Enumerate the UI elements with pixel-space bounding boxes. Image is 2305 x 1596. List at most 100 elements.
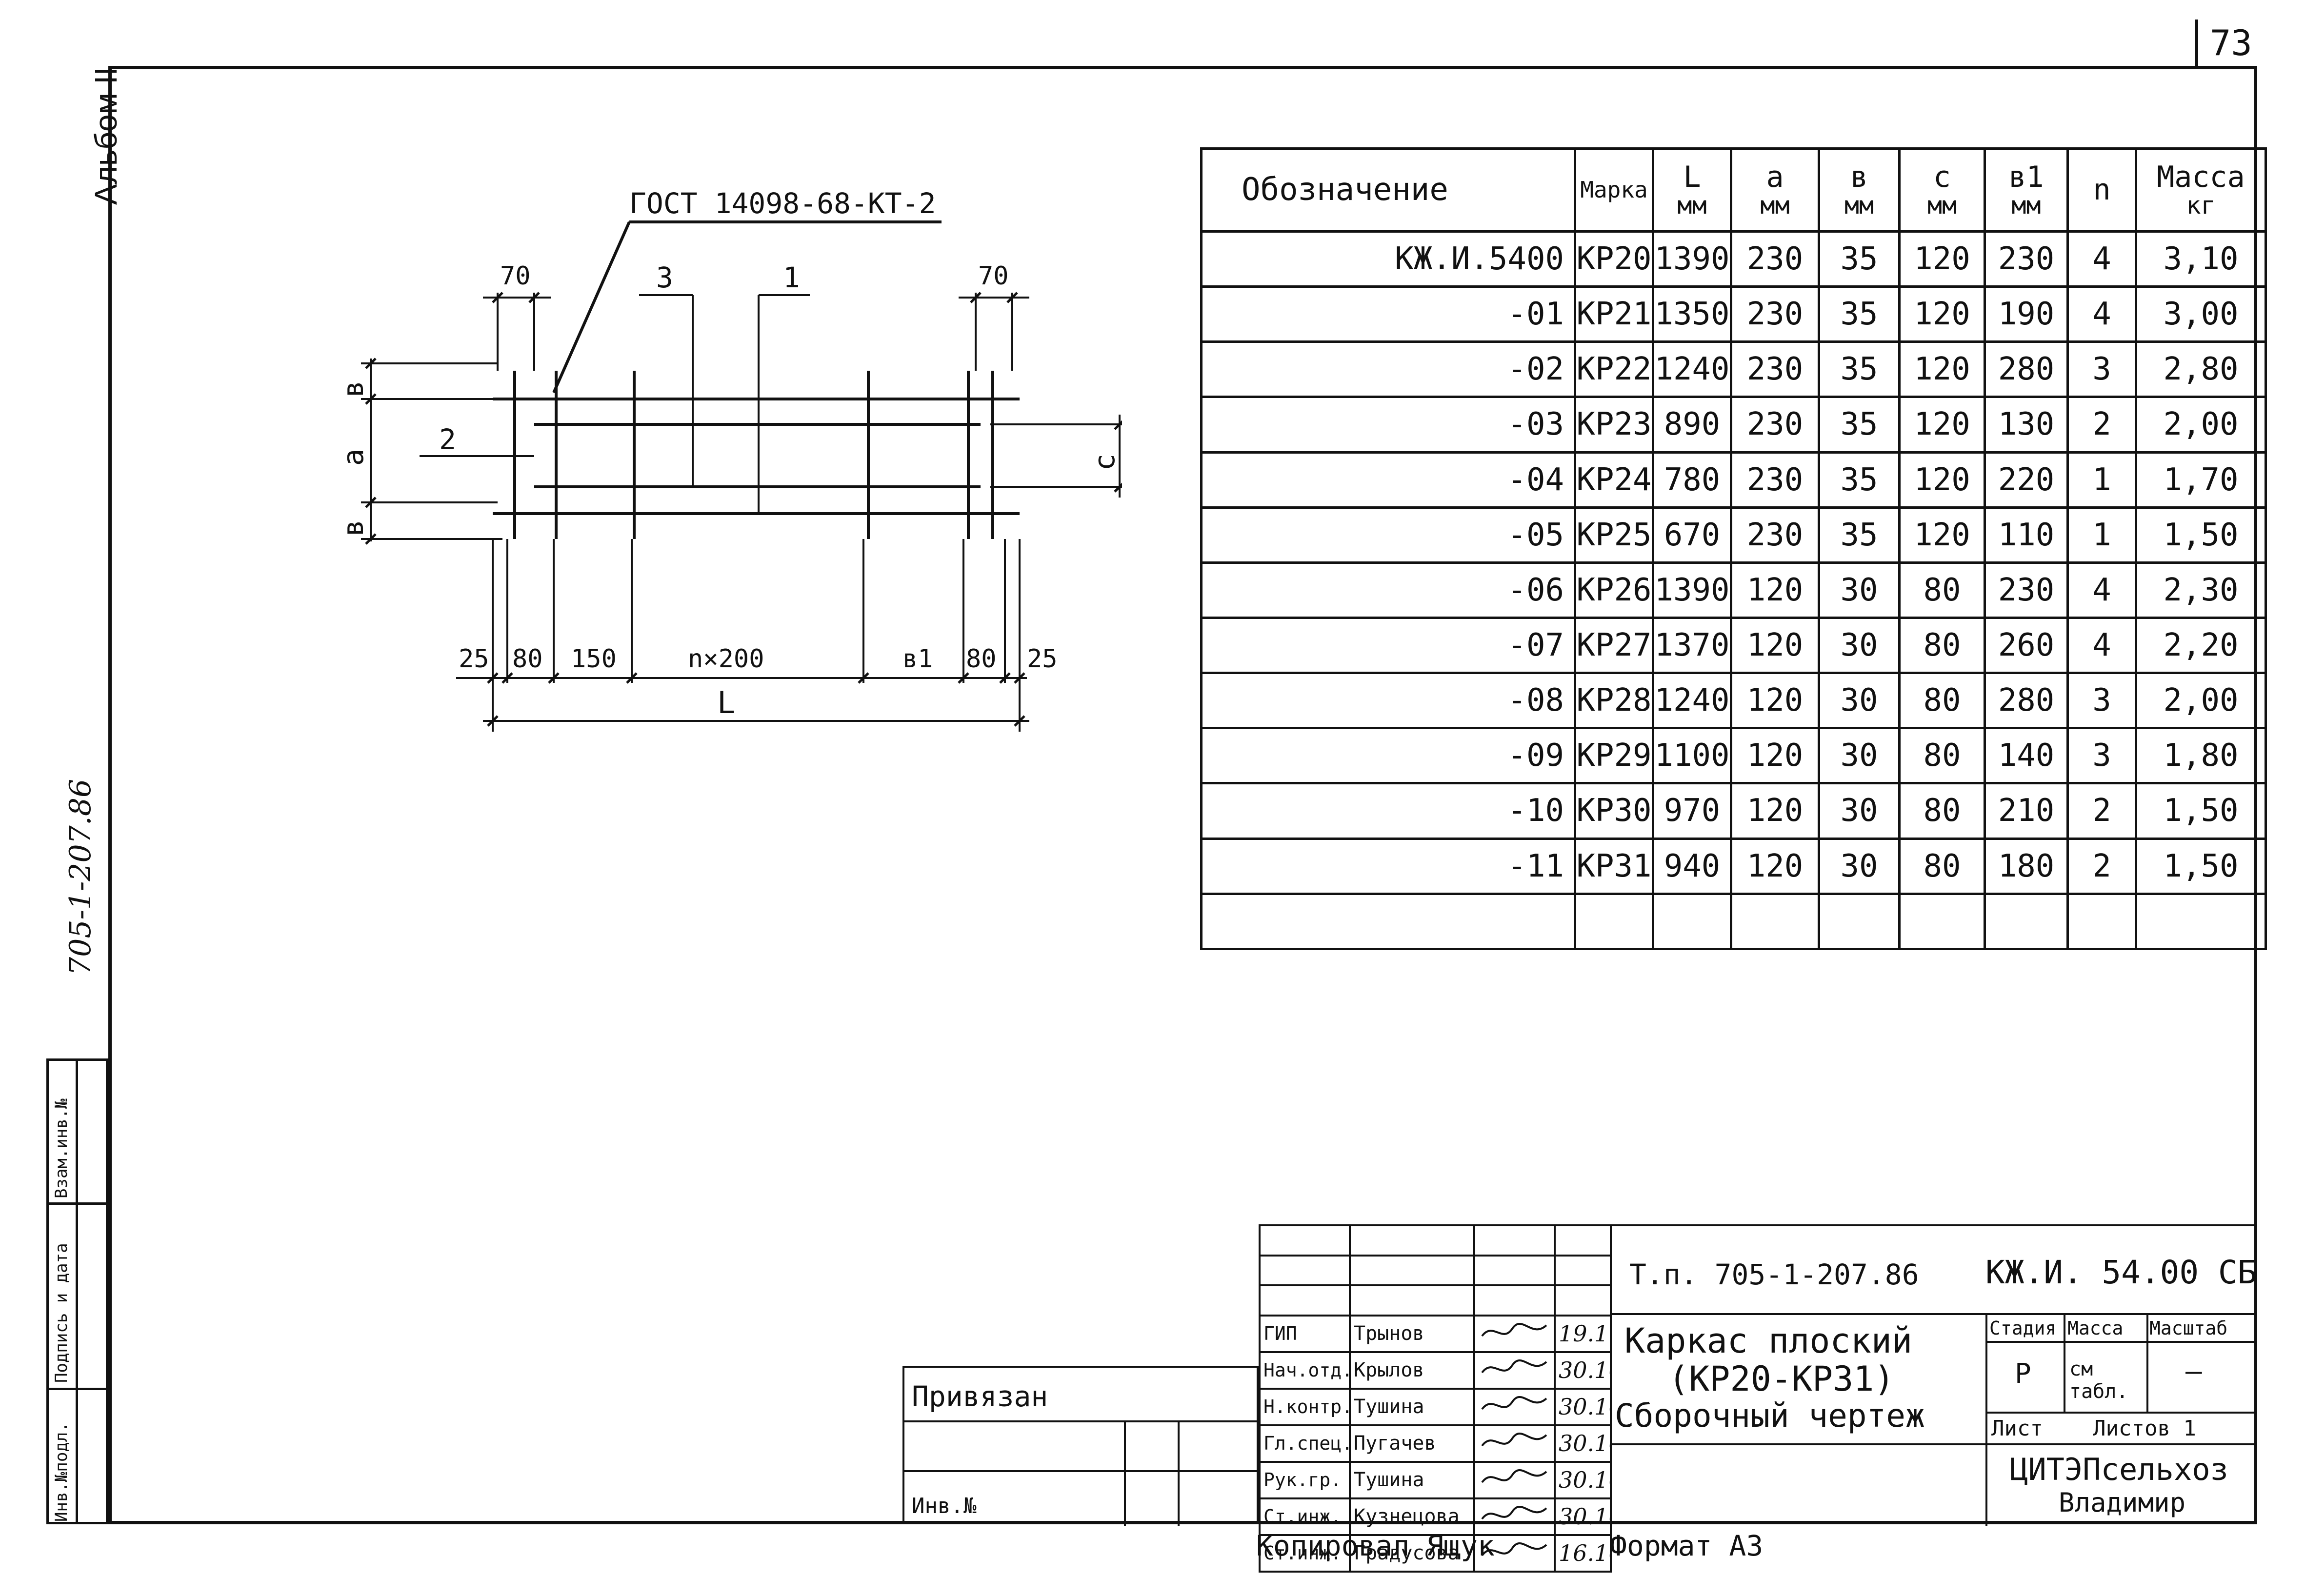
cell-b1: 180 — [1984, 837, 2069, 895]
staff-name: Трынов — [1349, 1314, 1475, 1353]
cell-a: 120 — [1730, 561, 1820, 619]
cell-b1 — [1984, 892, 2069, 950]
cell-designation: -09 — [1200, 727, 1576, 785]
staff-role: Ст.инж. — [1259, 1497, 1351, 1536]
cell-designation — [1200, 892, 1576, 950]
staff-role: Рук.гр. — [1259, 1460, 1351, 1499]
cell-b: 30 — [1818, 561, 1901, 619]
staff-row: Ст.инж.Кузнецова 30.10.86 — [1259, 1497, 1612, 1536]
cell-c: 80 — [1898, 837, 1986, 895]
staff-role: Ст.инж. — [1259, 1534, 1351, 1573]
cell-n: 1 — [2066, 506, 2137, 564]
dim-bottom-25-left: 25 — [459, 644, 489, 674]
cell-b1: 210 — [1984, 782, 2069, 840]
staff-date: 30.10.86 — [1554, 1497, 1612, 1536]
cell-mass: 2,00 — [2135, 672, 2267, 730]
cell-b1: 190 — [1984, 285, 2069, 343]
cell-L: 1100 — [1652, 727, 1732, 785]
cell-mark: КР23 — [1574, 396, 1654, 454]
cell-mark: КР27 — [1574, 616, 1654, 675]
cell-n: 2 — [2066, 782, 2137, 840]
cell-mark: КР21 — [1574, 285, 1654, 343]
staff-name: Кузнецова — [1349, 1497, 1475, 1536]
cell-mark: КР26 — [1574, 561, 1654, 619]
cell-b: 35 — [1818, 340, 1901, 399]
cell-designation: -10 — [1200, 782, 1576, 840]
staff-empty-cell — [1349, 1224, 1475, 1257]
cell-n: 4 — [2066, 285, 2137, 343]
cell-designation: -05 — [1200, 506, 1576, 564]
cell-a: 120 — [1730, 672, 1820, 730]
mass-value: см табл. — [2069, 1358, 2128, 1403]
staff-signature — [1473, 1534, 1556, 1573]
dim-right-c: с — [1088, 454, 1121, 471]
cell-a: 230 — [1730, 285, 1820, 343]
cell-mark: КР24 — [1574, 451, 1654, 509]
cell-n: 3 — [2066, 672, 2137, 730]
cell-mark — [1574, 892, 1654, 950]
signature-scribble — [1481, 1505, 1547, 1519]
cell-L: 940 — [1652, 837, 1732, 895]
inv-label: Инв.№ — [912, 1494, 977, 1518]
cell-L: 890 — [1652, 396, 1732, 454]
cell-a: 120 — [1730, 727, 1820, 785]
staff-role: Гл.спец. — [1259, 1424, 1351, 1463]
dim-left-a: а — [337, 449, 370, 466]
cell-c: 120 — [1898, 451, 1986, 509]
table-row — [1200, 892, 2267, 950]
header-n: n — [2066, 147, 2137, 233]
dim-bottom-80-left: 80 — [512, 644, 543, 674]
staff-signature — [1473, 1387, 1556, 1426]
cell-c: 80 — [1898, 782, 1986, 840]
cell-designation: КЖ.И.5400 — [1200, 230, 1576, 288]
stage-value: Р — [2015, 1358, 2031, 1390]
callout-3: 3 — [656, 261, 673, 294]
staff-empty-cell — [1349, 1284, 1475, 1317]
staff-date: 30.10.86 — [1554, 1424, 1612, 1463]
cell-b: 30 — [1818, 837, 1901, 895]
cell-b1: 280 — [1984, 340, 2069, 399]
staff-empty-row — [1259, 1254, 1612, 1286]
title-line-3: Сборочный чертеж — [1615, 1397, 1925, 1435]
staff-name: Тушина — [1349, 1460, 1475, 1499]
staff-date: 30.10.86 — [1554, 1387, 1612, 1426]
cell-b: 35 — [1818, 451, 1901, 509]
cell-designation: -02 — [1200, 340, 1576, 399]
gost-label: ГОСТ 14098-68-КТ-2 — [629, 187, 936, 220]
cell-mark: КР31 — [1574, 837, 1654, 895]
cell-mark: КР28 — [1574, 672, 1654, 730]
cell-mark: КР22 — [1574, 340, 1654, 399]
cell-b1: 280 — [1984, 672, 2069, 730]
cell-mark: КР20 — [1574, 230, 1654, 288]
header-mark: Марка — [1574, 147, 1654, 233]
staff-empty-cell — [1473, 1284, 1556, 1317]
staff-role: Нач.отд. — [1259, 1351, 1351, 1390]
side-stamp: Инв.№подл. Подпись и дата Взам.инв.№ — [46, 1058, 108, 1524]
side-code: 705-1-207.86 — [63, 778, 98, 976]
cell-b1: 140 — [1984, 727, 2069, 785]
cell-n: 4 — [2066, 230, 2137, 288]
cell-c: 120 — [1898, 230, 1986, 288]
staff-empty-cell — [1554, 1224, 1612, 1257]
assembly-drawing — [361, 220, 1122, 732]
attached-label: Привязан — [912, 1380, 1048, 1413]
cell-n: 1 — [2066, 451, 2137, 509]
side-stamp-replaced: Взам.инв.№ — [52, 1098, 71, 1198]
staff-empty-cell — [1259, 1224, 1351, 1257]
cell-a: 230 — [1730, 230, 1820, 288]
scale-value: — — [2185, 1356, 2202, 1387]
cell-mass: 2,20 — [2135, 616, 2267, 675]
title-line-2: (КР20-КР31) — [1668, 1359, 1895, 1399]
